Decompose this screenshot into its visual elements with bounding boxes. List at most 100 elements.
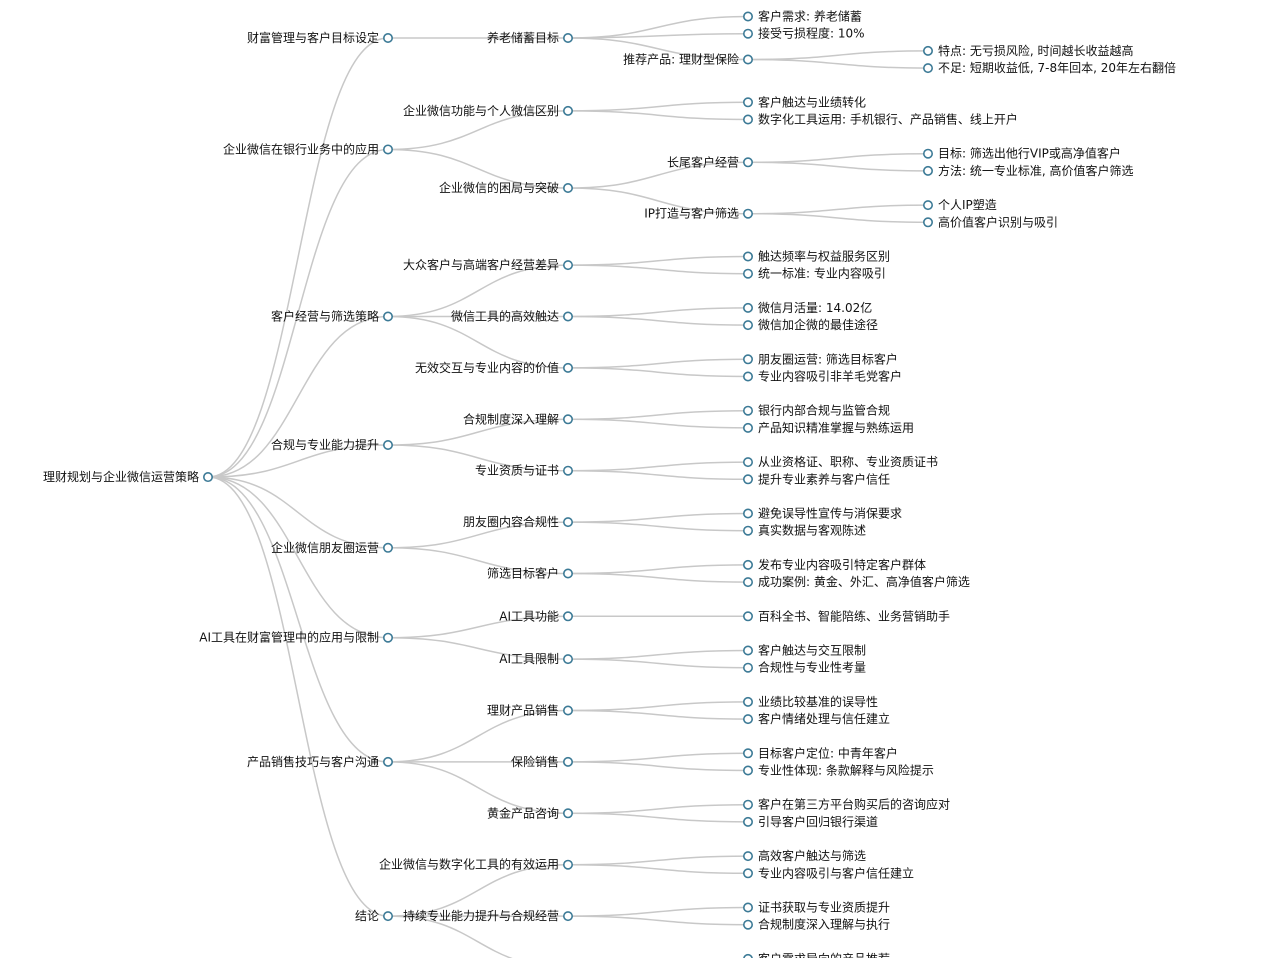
node-toggle-circle[interactable] [562, 105, 573, 116]
node-toggle-circle[interactable] [382, 542, 393, 553]
node-toggle-circle[interactable] [742, 54, 753, 65]
mindmap-leaf-node[interactable]: 引导客户回归银行渠道 [742, 814, 878, 829]
node-toggle-circle[interactable] [742, 748, 753, 759]
node-toggle-circle[interactable] [562, 517, 573, 528]
node-toggle-circle[interactable] [562, 911, 573, 922]
node-toggle-circle[interactable] [742, 371, 753, 382]
mindmap-branch-node[interactable]: 微信工具的高效触达 [451, 309, 573, 324]
mindmap-leaf-node[interactable]: 客户需求: 养老储蓄 [742, 9, 862, 24]
node-toggle-circle[interactable] [743, 953, 753, 958]
node-toggle-circle[interactable] [562, 808, 573, 819]
node-toggle-circle[interactable] [742, 645, 753, 656]
mindmap-branch-node[interactable]: 合规与专业能力提升 [271, 437, 393, 452]
node-toggle-circle[interactable] [562, 568, 573, 579]
mindmap-root-node[interactable]: 理财规划与企业微信运营策略 [43, 469, 214, 484]
mindmap-leaf-node[interactable]: 银行内部合规与监管合规 [742, 403, 890, 418]
node-toggle-circle[interactable] [742, 816, 753, 827]
node-toggle-circle[interactable] [742, 302, 753, 313]
node-toggle-circle[interactable] [742, 662, 753, 673]
mindmap-branch-node[interactable]: 合规制度深入理解 [463, 411, 573, 426]
mindmap-leaf-node[interactable]: 数字化工具运用: 手机银行、产品销售、线上开户 [742, 112, 1018, 127]
mindmap-leaf-node[interactable]: 不足: 短期收益低, 7-8年回本, 20年左右翻倍 [922, 60, 1176, 75]
mindmap-leaf-node[interactable]: 高效客户触达与筛选 [742, 848, 866, 863]
node-toggle-circle[interactable] [742, 268, 753, 279]
node-toggle-circle[interactable] [562, 611, 573, 622]
mindmap-leaf-node[interactable]: 客户需求导向的产品推荐 [743, 951, 890, 958]
node-toggle-circle[interactable] [742, 559, 753, 570]
mindmap-leaf-node[interactable]: 统一标准: 专业内容吸引 [742, 266, 886, 281]
node-toggle-circle[interactable] [742, 11, 753, 22]
mindmap-leaf-node[interactable]: 提升专业素养与客户信任 [742, 471, 890, 486]
node-toggle-circle[interactable] [742, 508, 753, 519]
node-toggle-circle[interactable] [742, 611, 753, 622]
node-toggle-circle[interactable] [562, 654, 573, 665]
node-toggle-circle[interactable] [922, 165, 933, 176]
mindmap-leaf-node[interactable]: 触达频率与权益服务区别 [742, 249, 890, 264]
mindmap-branch-node[interactable]: 企业微信在银行业务中的应用 [223, 141, 393, 156]
mindmap-branch-node[interactable]: AI工具功能 [499, 609, 573, 623]
mindmap-branch-node[interactable]: 企业微信的困局与突破 [439, 180, 573, 195]
mindmap-leaf-node[interactable]: 朋友圈运营: 筛选目标客户 [742, 351, 898, 366]
node-toggle-circle[interactable] [742, 28, 753, 39]
node-toggle-circle[interactable] [382, 632, 393, 643]
mindmap-leaf-node[interactable]: 目标: 筛选出他行VIP或高净值客户 [922, 146, 1121, 161]
node-toggle-circle[interactable] [562, 311, 573, 322]
mindmap-branch-node[interactable]: 朋友圈内容合规性 [463, 514, 573, 529]
node-toggle-circle[interactable] [382, 144, 393, 155]
mindmap-leaf-node[interactable]: 百科全书、智能陪练、业务营销助手 [742, 608, 950, 623]
node-toggle-circle[interactable] [922, 63, 933, 74]
mindmap-branch-node[interactable]: 结论 [355, 909, 393, 923]
mindmap-leaf-node[interactable]: 发布专业内容吸引特定客户群体 [742, 557, 926, 572]
node-toggle-circle[interactable] [922, 45, 933, 56]
node-toggle-circle[interactable] [742, 919, 753, 930]
mindmap-leaf-node[interactable]: 产品知识精准掌握与熟练运用 [742, 420, 914, 435]
mindmap-branch-node[interactable]: AI工具在财富管理中的应用与限制 [199, 630, 393, 645]
mindmap-branch-node[interactable]: 客户经营与筛选策略 [271, 309, 393, 324]
mindmap-leaf-node[interactable]: 业绩比较基准的误导性 [742, 694, 878, 709]
node-toggle-circle[interactable] [562, 859, 573, 870]
mindmap-leaf-node[interactable]: 真实数据与客观陈述 [742, 523, 866, 538]
mindmap-leaf-node[interactable]: 微信月活量: 14.02亿 [742, 300, 872, 315]
node-toggle-circle[interactable] [922, 200, 933, 211]
mindmap-leaf-node[interactable]: 高价值客户识别与吸引 [922, 214, 1058, 229]
node-toggle-circle[interactable] [742, 97, 753, 108]
mindmap-leaf-node[interactable]: 特点: 无亏损风险, 时间越长收益越高 [922, 43, 1134, 58]
node-toggle-circle[interactable] [742, 577, 753, 588]
mindmap-leaf-node[interactable]: 客户触达与交互限制 [742, 643, 866, 658]
node-toggle-circle[interactable] [562, 705, 573, 716]
node-toggle-circle[interactable] [382, 439, 393, 450]
node-toggle-circle[interactable] [742, 457, 753, 468]
mindmap-branch-node[interactable]: 黄金产品咨询 [487, 805, 573, 820]
mindmap-leaf-node[interactable]: 专业内容吸引非羊毛党客户 [742, 369, 902, 384]
node-toggle-circle[interactable] [562, 183, 573, 194]
mindmap-branch-node[interactable]: IP打造与客户筛选 [644, 206, 753, 221]
mindmap-branch-node[interactable]: 财富管理与客户目标设定 [247, 30, 393, 45]
mindmap-branch-node[interactable]: 大众客户与高端客户经营差异 [403, 257, 573, 272]
node-toggle-circle[interactable] [203, 472, 214, 483]
node-toggle-circle[interactable] [382, 32, 393, 43]
mindmap-branch-node[interactable]: AI工具限制 [499, 652, 573, 666]
node-toggle-circle[interactable] [922, 148, 933, 159]
node-toggle-circle[interactable] [562, 362, 573, 373]
mindmap-leaf-node[interactable]: 证书获取与专业资质提升 [742, 900, 890, 915]
mindmap-branch-node[interactable]: 企业微信与数字化工具的有效运用 [379, 857, 573, 872]
node-toggle-circle[interactable] [562, 260, 573, 271]
node-toggle-circle[interactable] [742, 474, 753, 485]
mindmap-leaf-node[interactable]: 客户情绪处理与信任建立 [742, 711, 890, 726]
node-toggle-circle[interactable] [742, 525, 753, 536]
mindmap-branch-node[interactable]: 推荐产品: 理财型保险 [623, 52, 753, 67]
mindmap-branch-node[interactable]: 产品销售技巧与客户沟通 [247, 754, 393, 769]
mindmap-leaf-node[interactable]: 成功案例: 黄金、外汇、高净值客户筛选 [742, 574, 970, 589]
node-toggle-circle[interactable] [742, 422, 753, 433]
node-toggle-circle[interactable] [742, 157, 753, 168]
node-toggle-circle[interactable] [742, 765, 753, 776]
node-toggle-circle[interactable] [562, 756, 573, 767]
mindmap-leaf-node[interactable]: 专业内容吸引与客户信任建立 [742, 865, 914, 880]
mindmap-branch-node[interactable]: 企业微信朋友圈运营 [271, 540, 393, 555]
mindmap-leaf-node[interactable]: 专业性体现: 条款解释与风险提示 [742, 763, 934, 778]
node-toggle-circle[interactable] [562, 414, 573, 425]
node-toggle-circle[interactable] [742, 354, 753, 365]
mindmap-leaf-node[interactable]: 方法: 统一专业标准, 高价值客户筛选 [922, 163, 1134, 178]
node-toggle-circle[interactable] [382, 756, 393, 767]
mindmap-branch-node[interactable]: 专业资质与证书 [475, 463, 573, 478]
